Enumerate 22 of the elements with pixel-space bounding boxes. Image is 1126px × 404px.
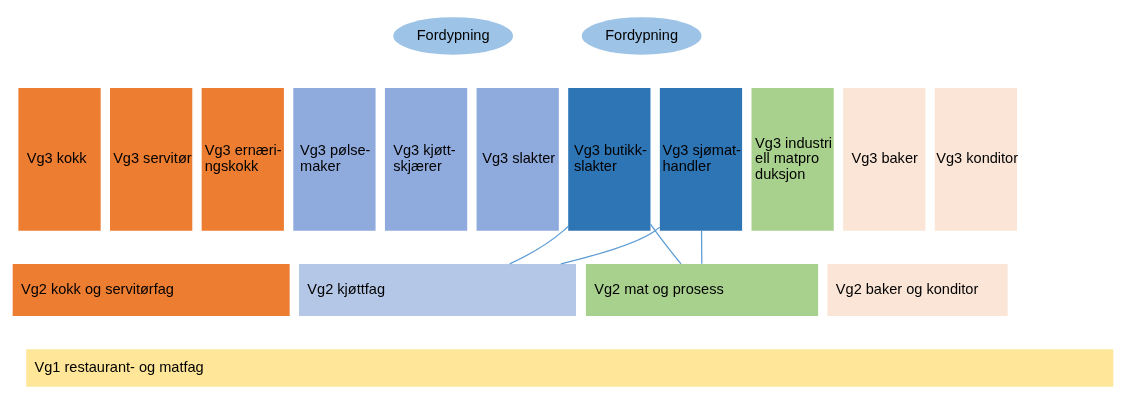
node-box: Vg3 butikk- slakter	[568, 88, 651, 231]
node-box: Vg3 sjømat- handler	[659, 88, 743, 231]
node-box: Vg2 mat og prosess	[585, 263, 819, 316]
connector	[560, 226, 661, 265]
node-ellipse: Fordypning	[581, 17, 702, 55]
node-box: Vg3 kokk	[18, 88, 101, 231]
node-box: Vg3 slakter	[476, 88, 559, 231]
connector	[649, 223, 682, 265]
node-box: Vg2 baker og konditor	[827, 263, 1008, 316]
node-ellipse: Fordypning	[393, 17, 513, 55]
connector	[700, 230, 703, 265]
node-box: Vg2 kjøttfag	[299, 263, 576, 316]
node-box: Vg3 konditor	[934, 88, 1017, 231]
node-box: Vg3 ernæri- ngskokk	[201, 88, 284, 231]
connector	[509, 225, 569, 265]
node-box: Vg3 industri ell matpro duksjon	[751, 88, 834, 231]
node-box: Vg1 restaurant- og matfag	[26, 349, 1114, 387]
node-box: Vg2 kokk og servitørfag	[12, 263, 290, 316]
node-box: Vg3 servitør	[110, 88, 193, 231]
node-box: Vg3 pølse- maker	[293, 88, 376, 231]
node-box: Vg3 kjøtt- skjærer	[384, 88, 468, 231]
node-box: Vg3 baker	[843, 88, 926, 231]
